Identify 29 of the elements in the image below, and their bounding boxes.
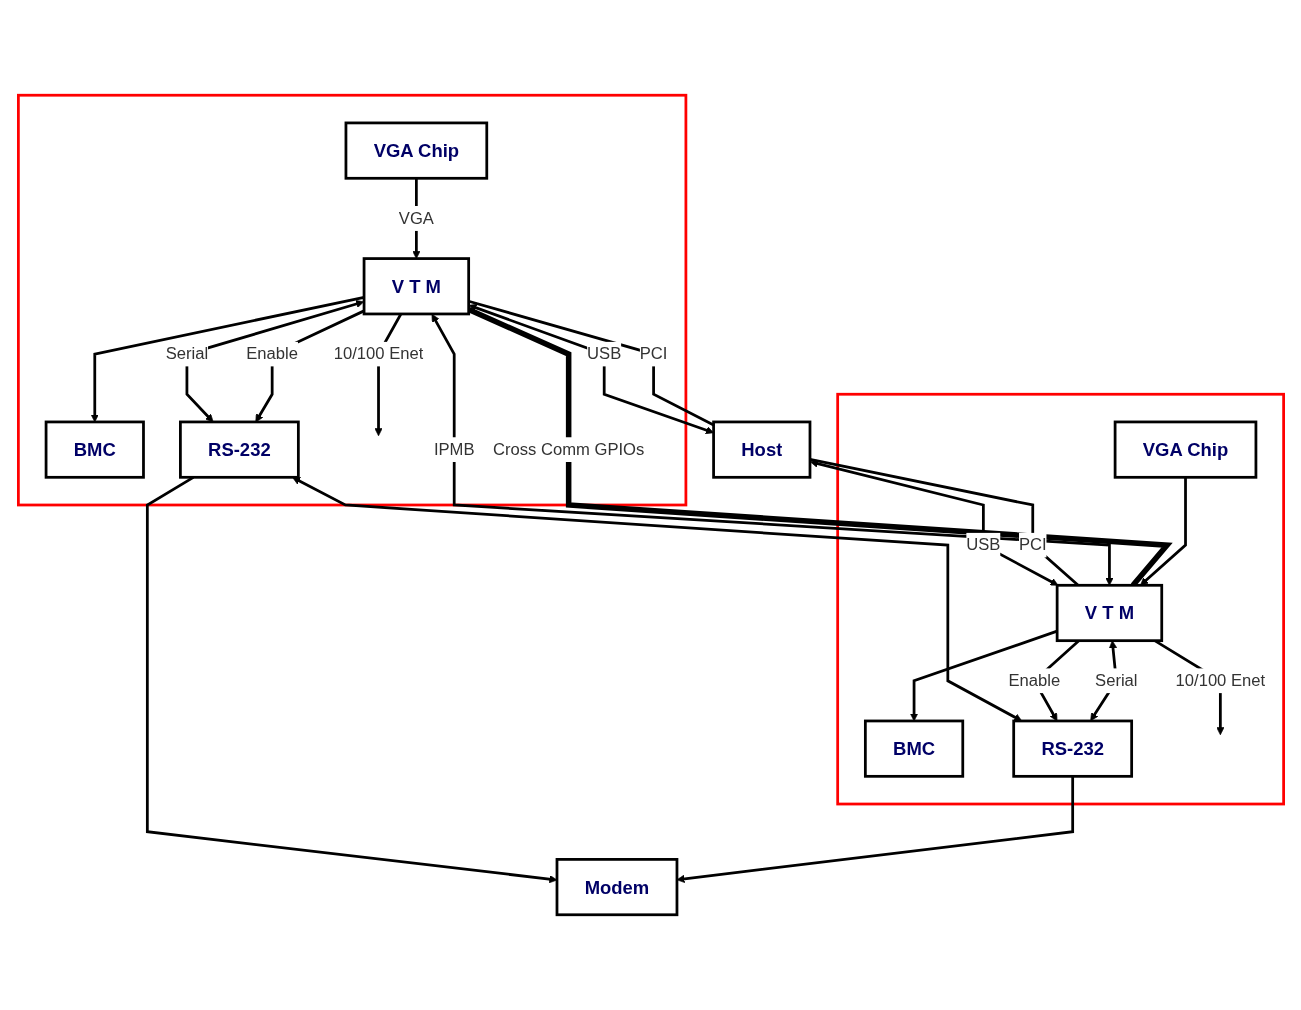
edge-label: VGA: [398, 208, 434, 228]
edge-label: IPMB: [433, 439, 475, 459]
edge-label: Cross Comm GPIOs: [492, 439, 644, 459]
node-box: RS-232: [178, 420, 300, 479]
edge-label: Enable: [245, 344, 298, 363]
edge-label: PCI: [1018, 535, 1047, 554]
node-box: VGA Chip: [1113, 420, 1257, 479]
node-box: VGA Chip: [344, 121, 488, 180]
node-box: V T M: [1055, 583, 1163, 643]
edge-label: Enable: [1008, 671, 1060, 690]
edge-label: USB: [586, 344, 621, 363]
cluster: [16, 93, 687, 507]
arrow: [1139, 477, 1187, 586]
edge-label: 10/100 Enet: [1175, 671, 1265, 690]
node-box: BMC: [44, 420, 145, 479]
node-box: BMC: [863, 719, 964, 778]
edge-label: PCI: [639, 344, 667, 363]
arrow: [431, 313, 1113, 586]
edge-label: USB: [965, 535, 1000, 554]
node-box: Modem: [555, 858, 678, 917]
node-box: RS-232: [1011, 719, 1133, 778]
arrow: [676, 776, 1074, 883]
node-box: Host: [711, 420, 811, 479]
node-box: V T M: [362, 257, 470, 316]
edge-label: Serial: [165, 344, 208, 363]
cluster: [835, 392, 1285, 806]
edge-label: 10/100 Enet: [333, 344, 423, 363]
edge-label: Serial: [1094, 671, 1138, 690]
connector: [467, 307, 1173, 588]
